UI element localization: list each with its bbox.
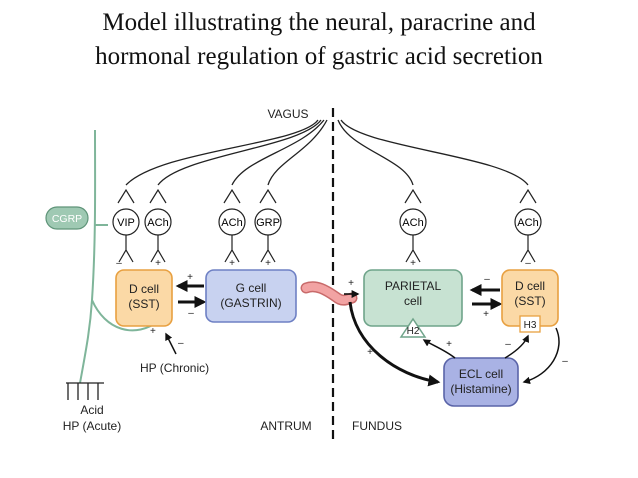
sign-plus-ge: + — [367, 347, 373, 358]
sign-minus-hp: – — [178, 338, 184, 349]
arrow-hp-chronic — [165, 332, 177, 355]
d-cell-fundus-name: D cell — [515, 279, 545, 293]
ecl-sub: (Histamine) — [450, 382, 511, 396]
arrow-gastrin-ecl — [348, 301, 441, 387]
sign-minus-eh3: – — [505, 339, 511, 350]
acid-label: Acid — [80, 403, 103, 417]
sign-plus-dp: + — [483, 309, 489, 320]
arrow-ecl-h3 — [504, 334, 529, 359]
h2-receptor — [399, 317, 427, 338]
fiber-ach-antrum-d — [157, 119, 322, 186]
sign-minus-dp: – — [484, 274, 490, 285]
blood-vessel — [302, 282, 356, 305]
antrum-label: ANTRUM — [260, 419, 311, 433]
d-cell-fundus-sub: (SST) — [514, 294, 545, 308]
g-cell-name: G cell — [236, 281, 267, 295]
cgrp-node — [45, 206, 89, 230]
d-cell-antrum-name: D cell — [129, 282, 159, 296]
ecl-name: ECL cell — [459, 367, 503, 381]
fiber-grp — [267, 119, 328, 186]
arrow-ecl-h2 — [422, 339, 456, 359]
svg-text:–: – — [525, 258, 531, 269]
svg-text:+: + — [265, 258, 271, 269]
neurotransmitter-nodes: VIP ACh ACh GRP ACh ACh — [112, 208, 542, 236]
d-cell-antrum-plus: + — [150, 326, 156, 337]
sign-plus-gp: + — [348, 278, 354, 289]
acid-lumen — [66, 382, 104, 400]
hp-chronic-label: HP (Chronic) — [140, 361, 209, 375]
nerve-terminals — [117, 188, 537, 204]
fiber-ach-parietal — [337, 119, 414, 186]
fundus-label: FUNDUS — [352, 419, 402, 433]
h3-label: H3 — [524, 320, 537, 331]
parietal-sub: cell — [404, 294, 422, 308]
g-cell — [205, 269, 297, 323]
ach-label-4: ACh — [517, 217, 538, 229]
fiber-ach-fundus-d — [340, 119, 529, 186]
page-title: Model illustrating the neural, paracrine… — [0, 6, 638, 74]
arrow-dfundus-ecl — [522, 327, 560, 385]
sign-plus-eh: + — [446, 339, 452, 350]
vagal-fibers — [125, 119, 529, 186]
vagus-label: VAGUS — [267, 107, 308, 121]
sign-plus-dg: + — [187, 272, 193, 283]
parietal-name: PARIETAL — [385, 279, 442, 293]
svg-text:–: – — [116, 258, 122, 269]
d-cell-antrum-sub: (SST) — [128, 297, 159, 311]
cgrp-label: CGRP — [52, 213, 82, 225]
sign-minus-dg: – — [188, 308, 194, 319]
d-cell-antrum — [115, 269, 173, 327]
ach-label-1: ACh — [147, 217, 168, 229]
g-cell-sub: (GASTRIN) — [220, 296, 281, 310]
ecl-cell — [443, 357, 519, 407]
h3-receptor — [519, 315, 541, 333]
terminal-signs: – + + + + – — [116, 258, 531, 269]
ach-label-2: ACh — [221, 217, 242, 229]
ach-label-3: ACh — [402, 217, 423, 229]
title-line-2: hormonal regulation of gastric acid secr… — [95, 43, 543, 70]
vip-label: VIP — [117, 217, 135, 229]
svg-text:+: + — [155, 258, 161, 269]
fiber-ach-g — [231, 119, 325, 186]
sign-minus-de: – — [562, 356, 568, 367]
svg-text:+: + — [229, 258, 235, 269]
fiber-vip — [125, 119, 319, 186]
h2-label: H2 — [407, 326, 420, 337]
svg-text:+: + — [410, 258, 416, 269]
grp-label: GRP — [256, 217, 280, 229]
cgrp-nerve — [79, 129, 161, 384]
title-line-1: Model illustrating the neural, paracrine… — [102, 9, 536, 36]
hp-acute-label: HP (Acute) — [63, 419, 121, 433]
lower-terminals — [118, 235, 536, 263]
